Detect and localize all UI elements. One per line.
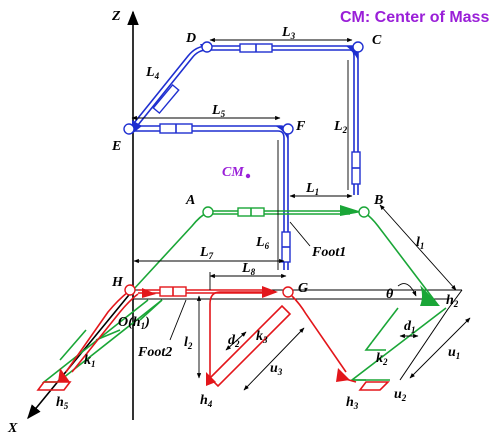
- label-l2: L2: [333, 119, 348, 135]
- label-k1: k1: [84, 353, 96, 369]
- label-h: H: [111, 275, 124, 290]
- label-b: B: [373, 193, 383, 208]
- label-u3: u3: [270, 361, 283, 377]
- label-origin: O(h1): [118, 315, 150, 331]
- label-l3: L3: [281, 25, 296, 41]
- label-h2: h2: [446, 293, 459, 309]
- label-d2: d2: [228, 333, 240, 349]
- label-l7: L7: [199, 245, 214, 261]
- label-k3: k3: [256, 329, 268, 345]
- label-a: A: [185, 193, 195, 208]
- z-axis-label: Z: [111, 9, 121, 24]
- label-u1: u1: [448, 345, 460, 361]
- label-l6: L6: [255, 235, 270, 251]
- label-l1: L1: [305, 181, 319, 197]
- foot-labels: Foot1 Foot2: [137, 245, 346, 360]
- joint-a: [202, 206, 214, 218]
- label-l2-small: l2: [184, 335, 193, 351]
- label-cm: CM: [222, 165, 244, 180]
- label-k2: k2: [376, 351, 388, 367]
- joint-b: [358, 206, 370, 218]
- x-axis: X: [7, 289, 134, 436]
- label-g: G: [298, 281, 308, 296]
- label-theta: θ: [386, 287, 394, 302]
- label-c: C: [372, 33, 382, 48]
- link-labels: L3 L4 L5 L2 L1 L6 L7 L8 l1 l2: [145, 25, 424, 351]
- joint-c: [352, 41, 364, 53]
- center-of-mass-dot: [245, 173, 251, 179]
- trunk-body: [129, 43, 361, 270]
- joint-h: [124, 284, 136, 296]
- label-foot1: Foot1: [311, 245, 346, 260]
- label-h4: h4: [200, 393, 213, 409]
- label-u2: u2: [394, 387, 407, 403]
- label-h3: h3: [346, 395, 359, 411]
- leg-labels: h2 h3 h4 h5 k1 k2 k3 d2 d1 u3 u1 u2 θ: [56, 287, 460, 411]
- label-l1-small: l1: [416, 235, 424, 251]
- label-foot2: Foot2: [137, 345, 172, 360]
- label-f: F: [295, 119, 306, 134]
- label-h5: h5: [56, 395, 69, 411]
- label-d1: d1: [404, 319, 416, 335]
- legend-text: CM: Center of Mass: [340, 9, 489, 26]
- joints: [123, 41, 370, 298]
- foot2-body: [36, 286, 390, 391]
- joint-d: [201, 41, 213, 53]
- label-e: E: [111, 139, 121, 154]
- joint-g: [282, 286, 294, 298]
- joint-e: [123, 123, 135, 135]
- z-axis: Z: [111, 9, 139, 420]
- label-d: D: [185, 31, 196, 46]
- x-axis-label: X: [7, 421, 18, 436]
- point-labels: D C E F A B H G CM O(h1): [111, 31, 383, 331]
- label-l4: L4: [145, 65, 160, 81]
- label-l8: L8: [241, 261, 256, 277]
- label-l5: L5: [211, 103, 226, 119]
- joint-f: [282, 123, 294, 135]
- dimension-lines: [131, 37, 471, 391]
